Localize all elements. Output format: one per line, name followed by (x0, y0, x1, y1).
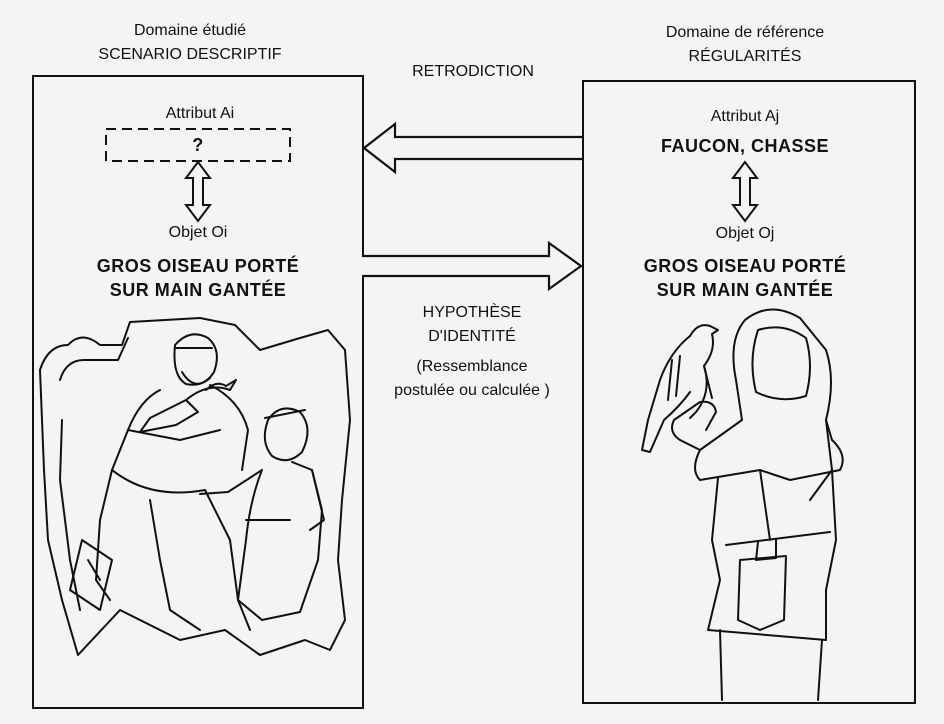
left-attribute-label: Attribut Ai (165, 105, 235, 122)
hypothesis-line1: HYPOTHÈSE (422, 304, 522, 321)
right-object-label: Objet Oj (715, 225, 775, 242)
left-object-line2: SUR MAIN GANTÉE (109, 280, 287, 300)
left-vertical-double-arrow (184, 160, 212, 223)
retrodiction-arrow (362, 121, 582, 175)
right-attribute-value: FAUCON, CHASSE (660, 136, 830, 156)
left-object-line1: GROS OISEAU PORTÉ (96, 256, 300, 276)
note-line2: postulée ou calculée ) (394, 382, 550, 399)
right-object-line1: GROS OISEAU PORTÉ (643, 256, 847, 276)
left-panel (32, 75, 364, 709)
left-attribute-value: ? (192, 135, 204, 155)
falconer-illustration (641, 308, 844, 701)
right-domain-subtitle: RÉGULARITÉS (688, 48, 802, 65)
hypothesis-arrow (362, 240, 583, 292)
right-attribute-label: Attribut Aj (710, 108, 780, 125)
right-panel (582, 80, 916, 704)
right-domain-title: Domaine de référence (665, 24, 825, 41)
left-domain-subtitle: SCENARIO DESCRIPTIF (98, 46, 282, 63)
retrodiction-label: RETRODICTION (412, 63, 534, 80)
hypothesis-line2: D'IDENTITÉ (428, 328, 516, 345)
right-vertical-double-arrow (731, 160, 759, 223)
note-line1: (Ressemblance (416, 358, 528, 375)
relief-sculpture-illustration (39, 317, 351, 656)
right-object-line2: SUR MAIN GANTÉE (656, 280, 834, 300)
left-domain-title: Domaine étudié (133, 22, 247, 39)
unknown-attribute-box (105, 128, 291, 162)
left-object-label: Objet Oi (168, 224, 228, 241)
